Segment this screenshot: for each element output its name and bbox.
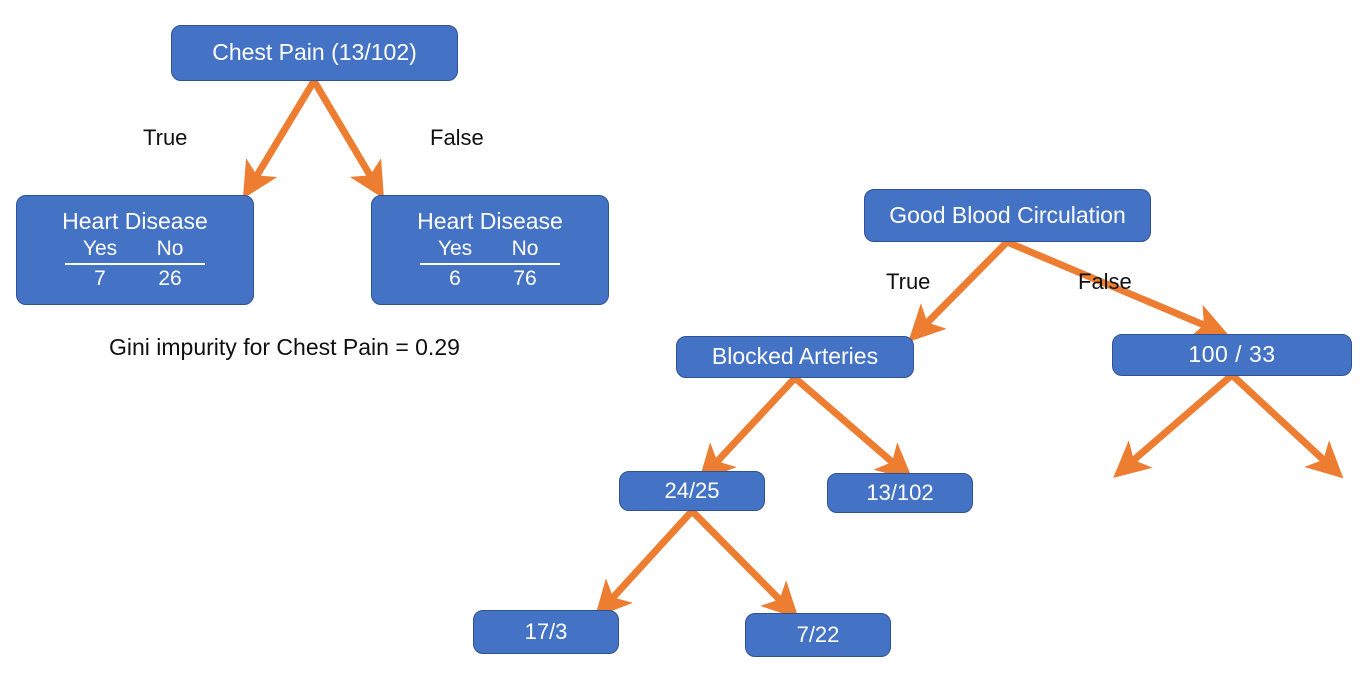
edge-chestpain-true <box>242 79 317 199</box>
heart-disease-false-col-yes: Yes <box>420 237 490 266</box>
edge-label-circulation-false: False <box>1078 269 1132 294</box>
edge-2425-right <box>689 508 799 619</box>
edge-label-circulation-true: True <box>886 269 931 294</box>
node-good-blood-circulation-label: Good Blood Circulation <box>889 201 1126 228</box>
node-13-102-label: 13/102 <box>866 480 934 506</box>
heart-disease-true-col-yes: Yes <box>65 237 135 266</box>
node-good-blood-circulation[interactable]: Good Blood Circulation <box>864 189 1151 242</box>
heart-disease-false-val-no: 76 <box>513 267 537 291</box>
node-chest-pain-label: Chest Pain (13/102) <box>212 39 417 66</box>
edge-circulation-true <box>908 239 1010 342</box>
edge-10033-right-dangling <box>1229 372 1344 479</box>
heart-disease-true-col-no: No <box>135 237 205 266</box>
node-7-22[interactable]: 7/22 <box>745 613 891 657</box>
heart-disease-true-table: Yes No 7 26 <box>65 237 205 292</box>
edge-10033-left-dangling <box>1113 372 1235 478</box>
edge-arteries-left <box>698 375 798 482</box>
node-24-25-label: 24/25 <box>664 478 720 504</box>
node-heart-disease-true-title: Heart Disease <box>62 208 208 235</box>
heart-disease-false-col-no: No <box>490 237 560 266</box>
node-heart-disease-true[interactable]: Heart Disease Yes No 7 26 <box>16 195 254 305</box>
node-heart-disease-false-title: Heart Disease <box>417 208 563 235</box>
node-blocked-arteries-label: Blocked Arteries <box>711 343 879 370</box>
node-17-3[interactable]: 17/3 <box>473 610 619 654</box>
node-7-22-label: 7/22 <box>796 622 840 648</box>
node-chest-pain[interactable]: Chest Pain (13/102) <box>171 25 458 81</box>
edge-label-chestpain-true: True <box>143 125 188 150</box>
heart-disease-false-val-yes: 6 <box>449 267 461 291</box>
node-24-25[interactable]: 24/25 <box>619 471 765 511</box>
edge-2425-left <box>594 508 695 618</box>
edge-label-chestpain-false: False <box>430 125 484 150</box>
node-heart-disease-false[interactable]: Heart Disease Yes No 6 76 <box>371 195 609 305</box>
heart-disease-true-val-yes: 7 <box>94 267 106 291</box>
gini-impurity-caption: Gini impurity for Chest Pain = 0.29 <box>109 334 460 360</box>
node-blocked-arteries[interactable]: Blocked Arteries <box>676 336 914 378</box>
node-13-102[interactable]: 13/102 <box>827 473 973 513</box>
node-100-33-label: 100 / 33 <box>1188 341 1276 368</box>
node-17-3-label: 17/3 <box>524 619 568 645</box>
edge-arteries-right <box>792 375 913 480</box>
heart-disease-true-val-no: 26 <box>158 267 182 291</box>
edge-chestpain-false <box>310 79 385 199</box>
heart-disease-false-table: Yes No 6 76 <box>420 237 560 292</box>
node-100-33[interactable]: 100 / 33 <box>1112 334 1352 376</box>
